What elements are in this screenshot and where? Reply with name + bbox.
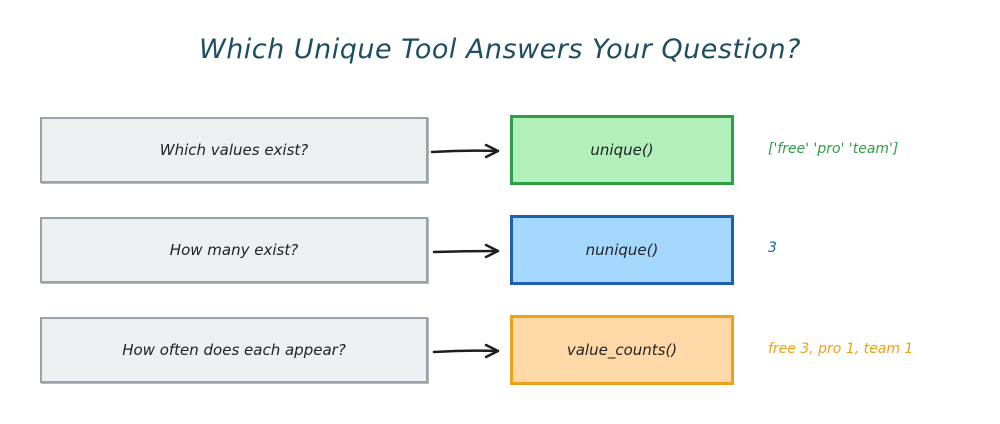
question-label: How often does each appear?	[122, 341, 346, 359]
tool-label: nunique()	[585, 241, 659, 259]
arrow-row-2	[432, 243, 500, 259]
result-nunique: 3	[768, 240, 777, 256]
result-value-counts: free 3, pro 1, team 1	[768, 341, 914, 357]
question-box-how-often: How often does each appear?	[40, 317, 428, 383]
tool-box-value-counts: value_counts()	[510, 315, 734, 385]
diagram-title: Which Unique Tool Answers Your Question?	[199, 34, 801, 65]
question-label: Which values exist?	[159, 141, 309, 159]
tool-box-nunique: nunique()	[510, 215, 734, 285]
tool-label: unique()	[590, 141, 654, 159]
question-box-how-many: How many exist?	[40, 217, 428, 283]
arrow-row-1	[430, 143, 500, 159]
tool-box-unique: unique()	[510, 115, 734, 185]
question-label: How many exist?	[169, 241, 299, 259]
result-unique: ['free' 'pro' 'team']	[768, 141, 899, 157]
tool-label: value_counts()	[566, 341, 678, 359]
question-box-which-values: Which values exist?	[40, 117, 428, 183]
arrow-row-3	[432, 343, 500, 359]
